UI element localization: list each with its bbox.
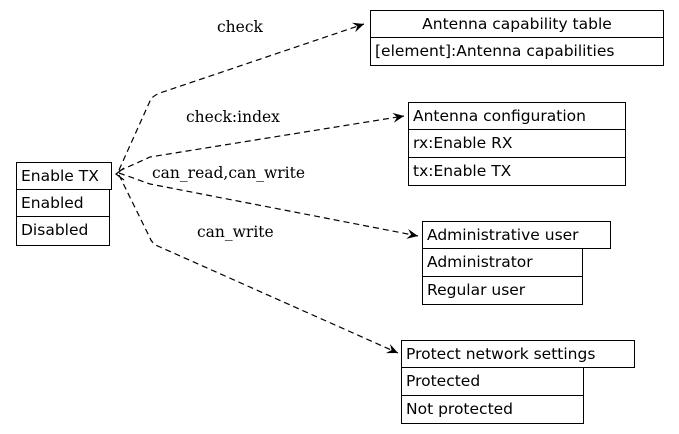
- node-row: Disabled: [16, 216, 110, 246]
- node-header: Protect network settings: [401, 340, 635, 368]
- node-row: tx:Enable TX: [408, 157, 626, 186]
- node-header: Enable TX: [16, 162, 112, 190]
- node-header: Administrative user: [422, 221, 611, 249]
- edge-can-write: [118, 174, 399, 354]
- node-row: Not protected: [401, 395, 584, 424]
- edge-label-can-write: can_write: [197, 223, 274, 241]
- node-header: Antenna configuration: [408, 102, 626, 130]
- source-arrowhead-icon: [115, 167, 125, 181]
- node-row: Regular user: [422, 276, 583, 305]
- node-row: Enabled: [16, 189, 110, 217]
- node-row: rx:Enable RX: [408, 129, 626, 158]
- edge-can-read-can-write: [118, 172, 419, 239]
- edge-label-check: check: [217, 18, 263, 36]
- edge-label-check-index: check:index: [186, 108, 280, 126]
- edge-check-index: [118, 112, 405, 172]
- node-header: Antenna capability table: [370, 10, 664, 38]
- node-row: [element]:Antenna capabilities: [370, 37, 664, 66]
- node-row: Administrator: [422, 248, 583, 277]
- edge-label-can-read-can-write: can_read,can_write: [152, 164, 306, 182]
- node-row: Protected: [401, 367, 584, 396]
- edge-check: [118, 22, 365, 171]
